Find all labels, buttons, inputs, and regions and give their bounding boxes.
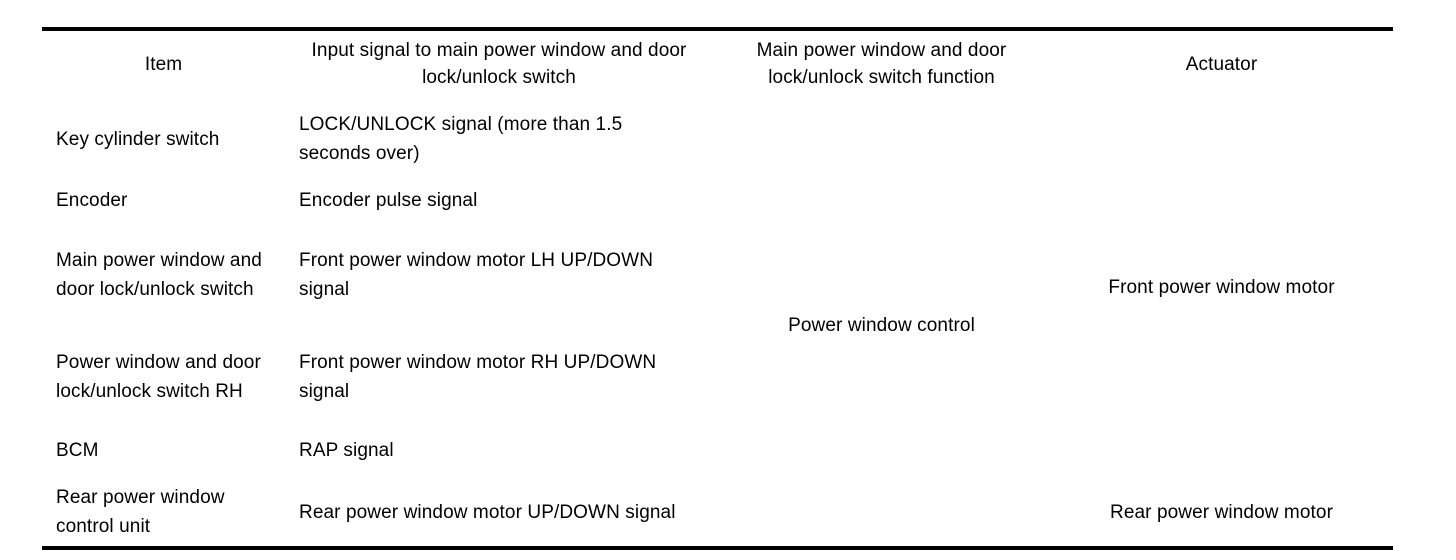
function-label: Power window control	[788, 315, 975, 336]
table-bottom-rule	[42, 546, 1393, 550]
input-signal-label: Front power window motor RH UP/DOWN sign…	[299, 351, 657, 402]
table-row: Encoder Encoder pulse signal	[42, 177, 1393, 224]
cell-function-power-window-control: Power window control	[713, 101, 1050, 550]
item-label: Rear power window control unit	[56, 487, 225, 537]
cell-item-key-cylinder-switch: Key cylinder switch	[42, 101, 285, 177]
table-top-rule	[42, 27, 1393, 31]
table-row: Rear power window control unit Rear powe…	[42, 474, 1393, 550]
cell-item-main-power-window-switch: Main power window and door lock/unlock s…	[42, 224, 285, 326]
input-signal-label: Encoder pulse signal	[299, 190, 478, 211]
item-label: Key cylinder switch	[56, 128, 220, 150]
table-row: BCM RAP signal	[42, 427, 1393, 474]
actuator-rear-label: Rear power window motor	[1110, 501, 1333, 523]
cell-input-signal-power-window-switch-rh: Front power window motor RH UP/DOWN sign…	[285, 326, 713, 427]
item-label: BCM	[56, 440, 99, 461]
input-signal-label: LOCK/UNLOCK signal (more than 1.5 second…	[299, 114, 623, 164]
table-row: Main power window and door lock/unlock s…	[42, 224, 1393, 326]
cell-item-bcm: BCM	[42, 427, 285, 474]
cell-item-encoder: Encoder	[42, 177, 285, 224]
input-signal-label: Rear power window motor UP/DOWN signal	[299, 501, 676, 523]
cell-actuator-rear-power-window-motor: Rear power window motor	[1050, 474, 1393, 550]
input-signal-label: RAP signal	[299, 440, 394, 461]
item-label: Main power window and door lock/unlock s…	[56, 250, 262, 300]
cell-input-signal-main-power-window-switch: Front power window motor LH UP/DOWN sign…	[285, 224, 713, 326]
item-label: Encoder	[56, 190, 128, 211]
header-cell-item: Item	[42, 27, 285, 101]
item-label: Power window and door lock/unlock switch…	[56, 351, 261, 402]
header-cell-input-signal: Input signal to main power window and do…	[285, 27, 713, 101]
header-label-function: Main power window and door lock/unlock s…	[756, 40, 1007, 88]
cell-item-rear-power-window-control-unit: Rear power window control unit	[42, 474, 285, 550]
cell-input-signal-bcm: RAP signal	[285, 427, 713, 474]
input-signal-label: Front power window motor LH UP/DOWN sign…	[299, 250, 654, 300]
table-header-row: Item Input signal to main power window a…	[42, 27, 1393, 101]
cell-input-signal-key-cylinder-switch: LOCK/UNLOCK signal (more than 1.5 second…	[285, 101, 713, 177]
spec-table: Item Input signal to main power window a…	[42, 27, 1393, 550]
spec-table-container: Item Input signal to main power window a…	[42, 27, 1393, 550]
header-cell-actuator: Actuator	[1050, 27, 1393, 101]
header-label-actuator: Actuator	[1185, 53, 1258, 75]
cell-input-signal-rear-power-window-control-unit: Rear power window motor UP/DOWN signal	[285, 474, 713, 550]
table-row: Power window and door lock/unlock switch…	[42, 326, 1393, 427]
header-cell-function: Main power window and door lock/unlock s…	[713, 27, 1050, 101]
header-label-item: Item	[144, 53, 183, 75]
cell-input-signal-encoder: Encoder pulse signal	[285, 177, 713, 224]
cell-actuator-front-power-window-motor: Front power window motor	[1050, 101, 1393, 474]
cell-item-power-window-switch-rh: Power window and door lock/unlock switch…	[42, 326, 285, 427]
header-label-input-signal: Input signal to main power window and do…	[311, 40, 687, 88]
actuator-front-label: Front power window motor	[1108, 277, 1335, 298]
table-row: Key cylinder switch LOCK/UNLOCK signal (…	[42, 101, 1393, 336]
